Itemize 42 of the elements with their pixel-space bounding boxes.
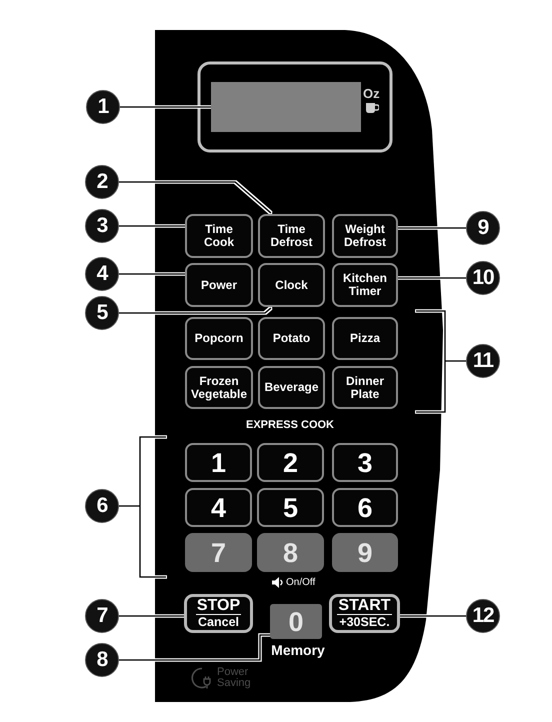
number-key: 3 xyxy=(332,443,398,482)
callout-number: 5 xyxy=(85,296,119,330)
function-key: Clock xyxy=(258,263,325,307)
function-key: Dinner Plate xyxy=(332,366,398,409)
function-key: START +30SEC. xyxy=(329,594,400,633)
function-key: Time Cook xyxy=(185,214,253,258)
number-key: 1 xyxy=(185,443,252,482)
callout-number: 12 xyxy=(466,599,500,633)
function-key: Frozen Vegetable xyxy=(185,366,253,409)
function-key: Potato xyxy=(258,317,325,360)
number-key: 6 xyxy=(332,488,398,527)
indicator-label: Power Saving xyxy=(217,667,252,689)
function-key: Kitchen Timer xyxy=(332,263,398,307)
callout-number: 4 xyxy=(85,257,119,291)
function-key: Beverage xyxy=(258,366,325,409)
key-caption: On/Off xyxy=(286,577,316,589)
section-label: EXPRESS COOK xyxy=(244,418,336,432)
number-key: 5 xyxy=(257,488,324,527)
callout-number: 9 xyxy=(466,211,500,245)
function-key: Popcorn xyxy=(185,317,253,360)
callout-number: 1 xyxy=(86,90,120,124)
key-caption: Memory xyxy=(271,642,325,658)
number-key: 2 xyxy=(257,443,324,482)
number-key: 0 xyxy=(270,604,322,639)
callout-number: 8 xyxy=(85,643,119,677)
function-key: Pizza xyxy=(332,317,398,360)
callout-number: 10 xyxy=(466,261,500,295)
number-key: 4 xyxy=(185,488,252,527)
function-key: STOP Cancel xyxy=(184,594,253,633)
number-key: 9 xyxy=(332,533,398,572)
function-key: Time Defrost xyxy=(258,214,325,258)
display-screen xyxy=(211,82,361,132)
callout-number: 6 xyxy=(85,489,119,523)
callout-number: 3 xyxy=(85,209,119,243)
callout-number: 11 xyxy=(466,344,500,378)
function-key: Power xyxy=(185,263,253,307)
indicator-label: Oz xyxy=(363,86,381,101)
number-key: 8 xyxy=(257,533,324,572)
callout-number: 7 xyxy=(85,599,119,633)
callout-number: 2 xyxy=(85,165,119,199)
function-key: Weight Defrost xyxy=(332,214,398,258)
number-key: 7 xyxy=(185,533,252,572)
